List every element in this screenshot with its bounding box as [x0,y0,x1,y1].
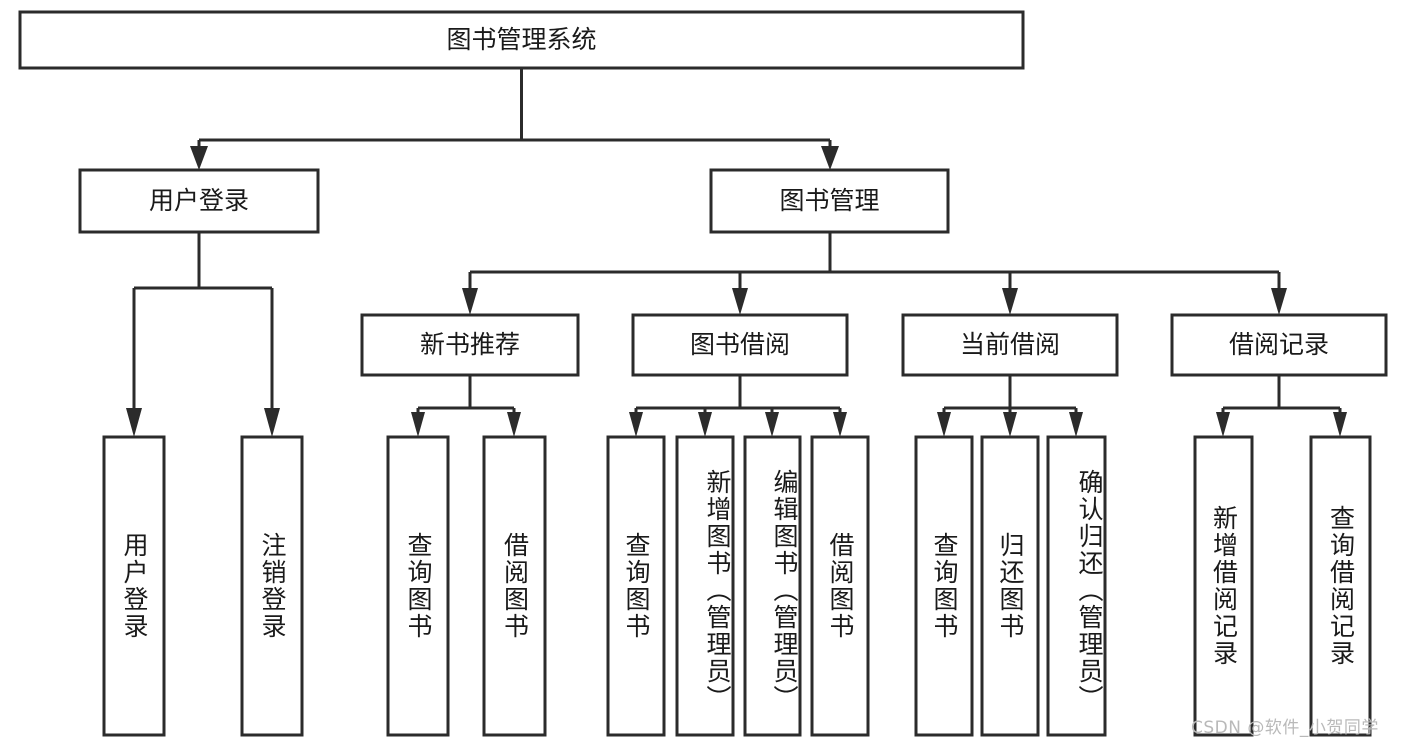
leaf-box-query-book-borrow[interactable] [606,435,666,737]
connector-layer [126,68,1347,437]
arrow-head-leaf-newbook-2 [507,412,521,437]
node-current-borrow-label: 当前借阅 [960,330,1060,359]
leaf-box-add-book-admin[interactable] [675,435,735,737]
leaf-box-query-book-newrec[interactable] [386,435,450,737]
arrow-head-user-login [190,146,208,170]
node-book-borrow-label: 图书借阅 [690,330,790,359]
arrow-head-leaf-borrow-2 [698,412,712,437]
arrow-head-leaf-newbook-1 [411,412,425,437]
arrow-head-leaf-current-1 [937,412,951,437]
node-root-label: 图书管理系统 [446,25,596,54]
arrow-head-leaf-record-1 [1216,412,1230,437]
arrow-head-new-book-rec [462,288,478,315]
leaf-box-return-book[interactable] [980,435,1040,737]
leaf-box-logout[interactable] [240,435,304,737]
arrow-head-leaf-current-3 [1069,412,1083,437]
leaf-box-query-book-current[interactable] [914,435,974,737]
leaf-box-user-login[interactable] [102,435,166,737]
node-book-borrow[interactable] [631,313,849,377]
arrow-head-leaf-current-2 [1003,412,1017,437]
node-root[interactable] [18,10,1025,70]
watermark-text: CSDN @软件_小贺同学 [1191,718,1379,738]
node-new-book-recommend-label: 新书推荐 [420,330,520,359]
leaf-box-add-borrow-record[interactable] [1193,435,1254,737]
node-layer: 图书管理系统 用户登录 图书管理 新书推荐 图书借阅 当前借阅 借阅记录 [18,10,1388,737]
arrow-head-book-mgmt [821,146,839,170]
node-user-login[interactable] [78,168,320,234]
leaf-box-edit-book-admin[interactable] [743,435,802,737]
arrow-head-leaf-user-login [126,408,142,437]
arrow-head-leaf-borrow-3 [765,412,779,437]
node-user-login-label: 用户登录 [149,186,249,215]
leaf-box-borrow-book-newrec[interactable] [482,435,547,737]
node-book-management-label: 图书管理 [779,186,879,215]
arrow-head-book-borrow [732,288,748,315]
arrow-head-leaf-logout [264,408,280,437]
node-borrow-record-label: 借阅记录 [1229,330,1329,359]
arrow-head-borrow-record [1271,288,1287,315]
arrow-head-leaf-borrow-4 [833,412,847,437]
node-new-book-recommend[interactable] [360,313,580,377]
leaf-box-borrow-book[interactable] [810,435,870,737]
leaf-box-confirm-return-admin[interactable] [1046,435,1107,737]
arrow-head-leaf-borrow-1 [629,412,643,437]
node-book-management[interactable] [709,168,950,234]
arrow-head-current-borrow [1002,288,1018,315]
node-borrow-record[interactable] [1170,313,1388,377]
node-current-borrow[interactable] [901,313,1119,377]
arrow-head-leaf-record-2 [1333,412,1347,437]
leaf-box-query-borrow-record[interactable] [1309,435,1372,737]
